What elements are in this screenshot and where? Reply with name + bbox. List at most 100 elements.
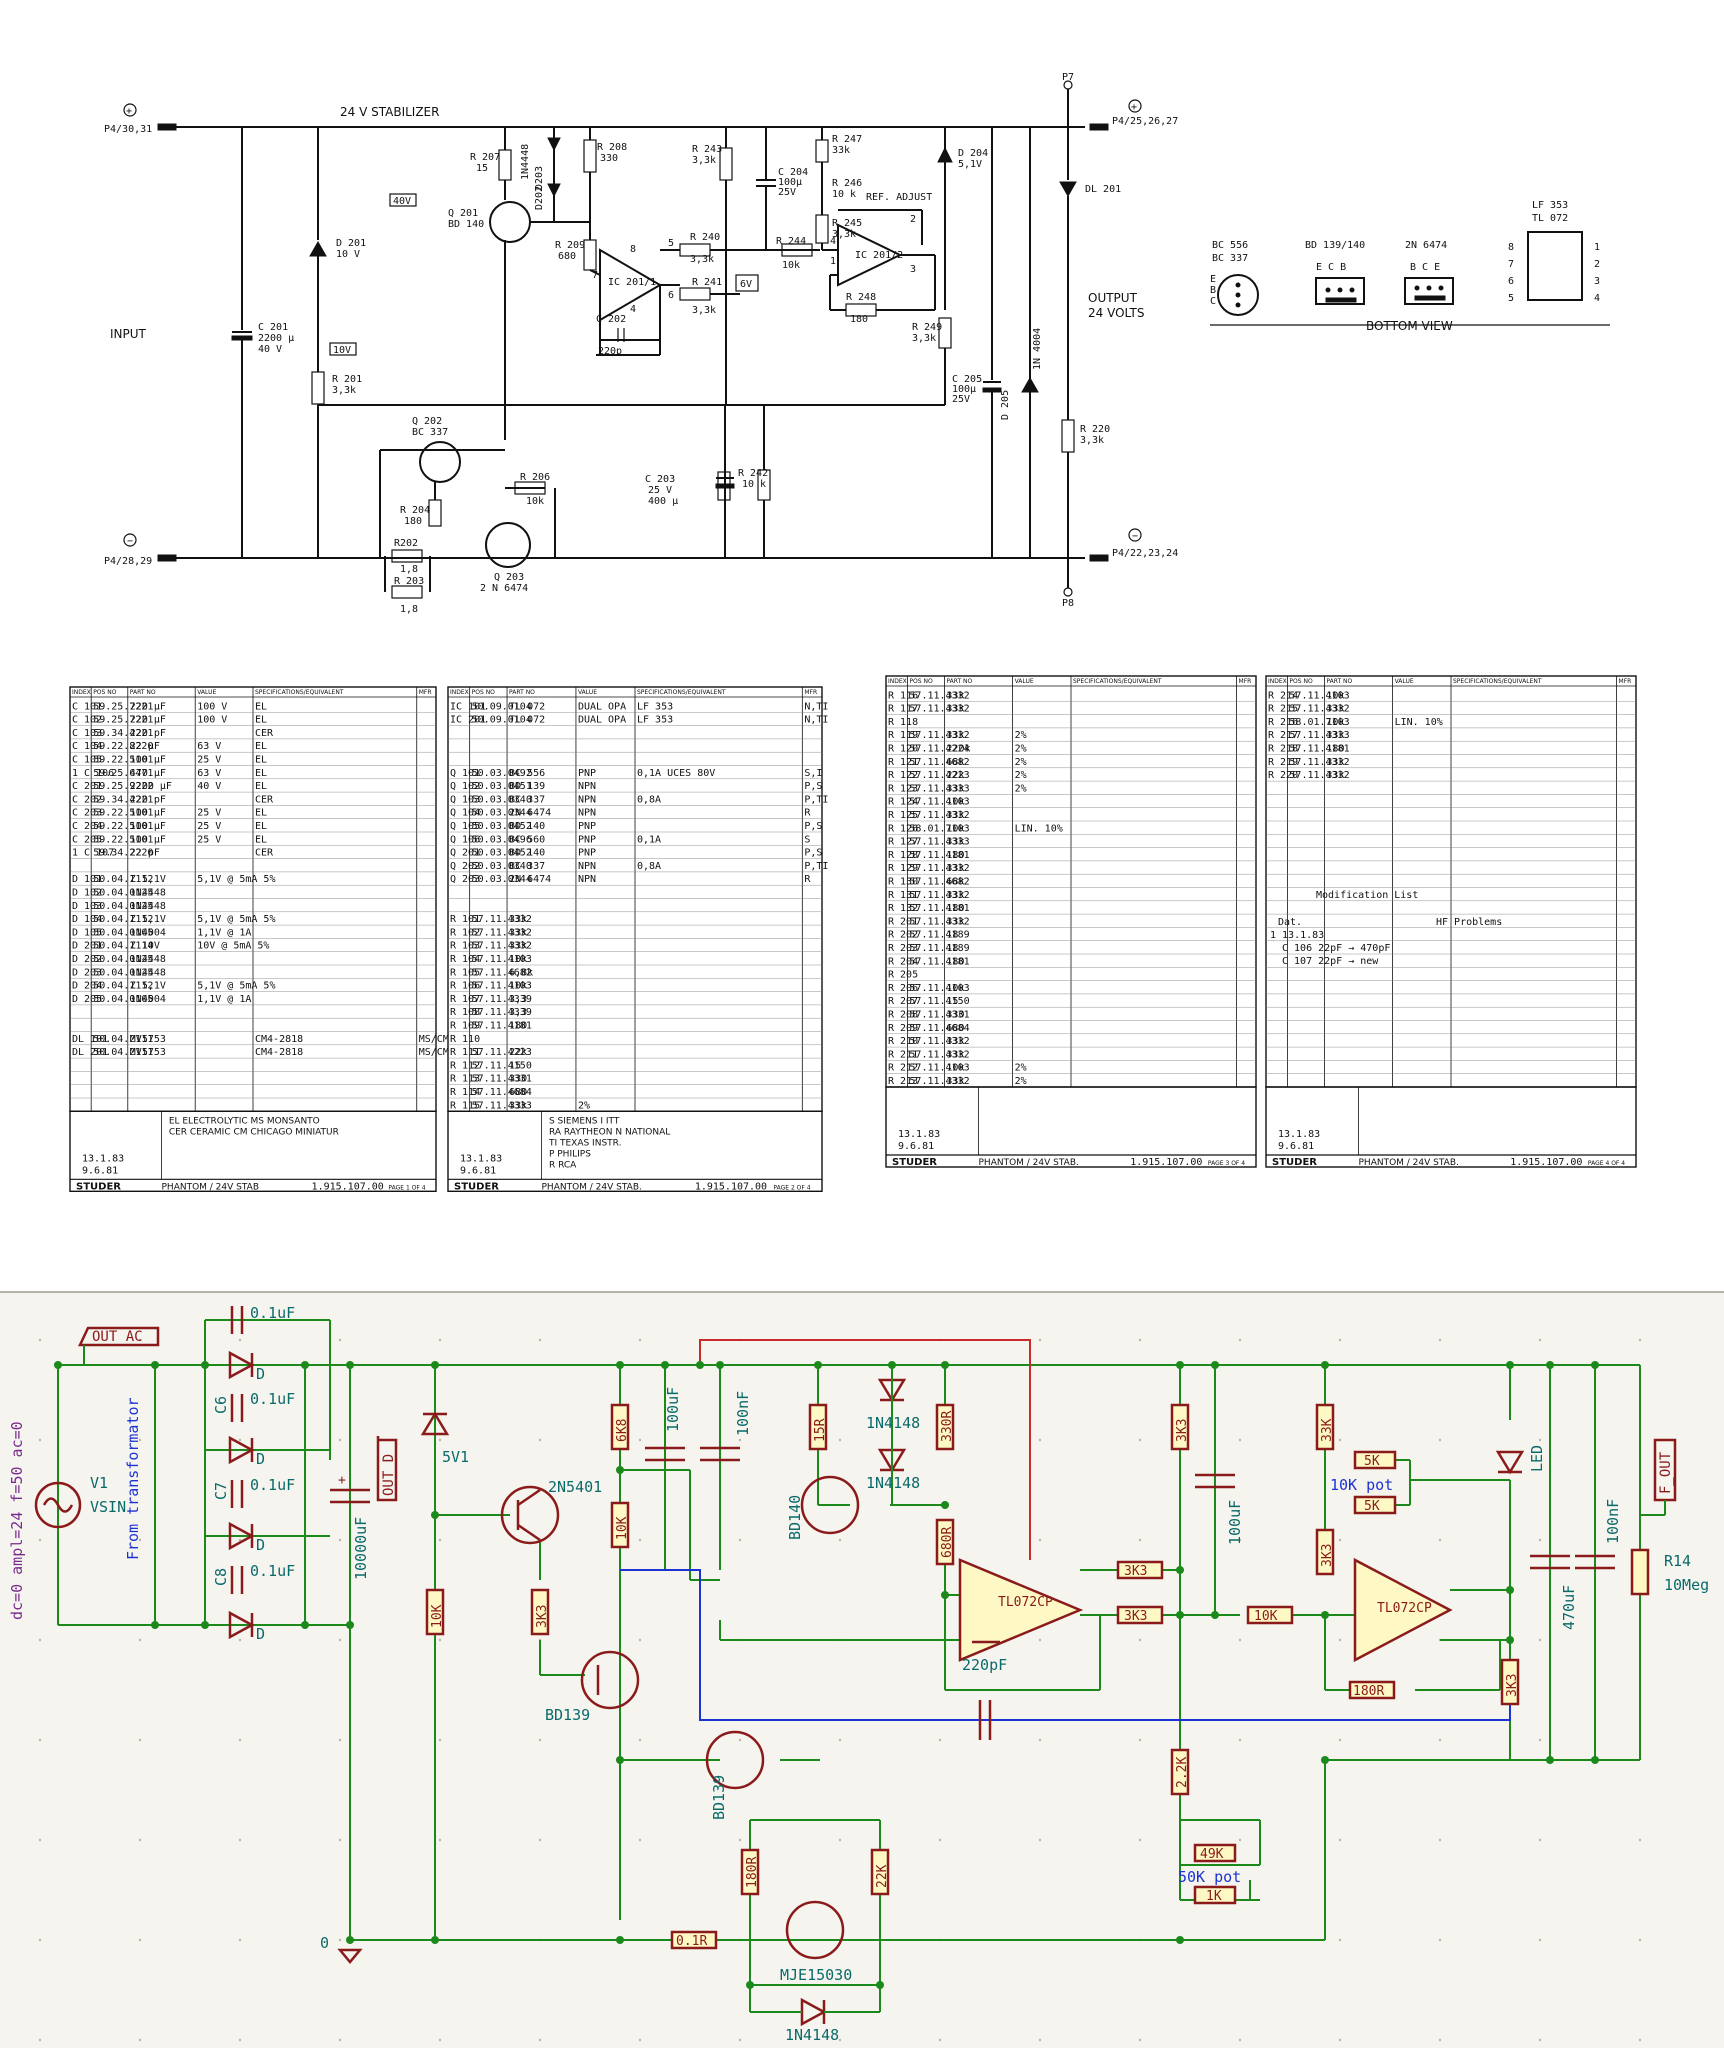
table-cell: 57.11.4332 bbox=[472, 927, 532, 938]
table-cell: C 102 bbox=[72, 715, 102, 726]
table-cell: 33k bbox=[946, 916, 964, 927]
table-cell: 57.11.4332 bbox=[909, 704, 969, 715]
pin-label: 5 bbox=[668, 238, 674, 249]
table-cell: 50.03.0340 bbox=[472, 861, 532, 872]
resistor-r204 bbox=[428, 499, 442, 527]
label-c8v: 0.1uF bbox=[250, 1562, 295, 1580]
table-header: SPECIFICATIONS/EQUIVALENT bbox=[1453, 678, 1542, 685]
table-cell: 15 bbox=[509, 1060, 521, 1071]
junction-dot bbox=[661, 1361, 669, 1369]
table-cell: 50.04.1112 bbox=[93, 981, 153, 992]
table-cell: 57.11.4682 bbox=[472, 967, 532, 978]
pinout-bd: BD 139/140 bbox=[1305, 240, 1365, 251]
table-cell: CM4-2818 bbox=[255, 1034, 303, 1045]
table-cell: R 107 bbox=[450, 994, 480, 1005]
table-cell: D 201 bbox=[72, 941, 102, 952]
table-cell: R 132 bbox=[888, 903, 918, 914]
table-cell: 33k bbox=[509, 914, 527, 925]
table-cell: 330 bbox=[946, 1010, 964, 1021]
table-cell: 5,1V @ 5mA 5% bbox=[197, 981, 275, 992]
table-cell: 59.22.5101 bbox=[93, 808, 153, 819]
label-180r-b: 180R bbox=[745, 1857, 760, 1888]
table-cell: 57.11.4332 bbox=[909, 890, 969, 901]
label-bd139-b: BD139 bbox=[710, 1775, 728, 1820]
table-cell: 0,8A bbox=[637, 861, 661, 872]
table-cell: BC 556 bbox=[509, 768, 545, 779]
label-c1: 0.1uF bbox=[250, 1304, 295, 1322]
in-plus-terminal bbox=[157, 123, 177, 131]
table-cell: 57.11.4224 bbox=[909, 744, 969, 755]
table-cell: BC 560 bbox=[509, 834, 545, 845]
table-cell: 5,1V @ 5mA 5% bbox=[197, 914, 275, 925]
label-out-d: OUT_D bbox=[381, 1454, 397, 1496]
label-bd139-a: BD139 bbox=[545, 1706, 590, 1724]
table-cell: R 123 bbox=[888, 783, 918, 794]
table-cell: 3,3 bbox=[509, 994, 527, 1005]
table-cell: IC 201 bbox=[450, 715, 486, 726]
table-header: VALUE bbox=[1015, 678, 1034, 685]
brand-logo: STUDER bbox=[454, 1181, 499, 1192]
table-cell: 25 V bbox=[197, 834, 221, 845]
pinout-2n6474-pins: B C E bbox=[1410, 262, 1440, 273]
resistor-180r-b bbox=[740, 1848, 760, 1896]
table-cell: 57.11.4332 bbox=[472, 941, 532, 952]
page-number: PAGE 3 OF 4 bbox=[1208, 1160, 1245, 1167]
table-cell: PNP bbox=[578, 848, 596, 859]
table-cell: PNP bbox=[578, 821, 596, 832]
table-cell: EL bbox=[255, 755, 267, 766]
table-cell: 470 µF bbox=[130, 768, 166, 779]
table-cell: 2% bbox=[1015, 757, 1027, 768]
table-cell: 57.11.4103 bbox=[909, 797, 969, 808]
junction-dot bbox=[301, 1621, 309, 1629]
table-cell: 57.11.4150 bbox=[472, 1060, 532, 1071]
conn-out-plus: P4/25,26,27 bbox=[1112, 116, 1178, 127]
table-cell: D 202 bbox=[72, 954, 102, 965]
table-cell: 220 pF bbox=[130, 794, 166, 805]
conn-in-minus: P4/28,29 bbox=[104, 556, 152, 567]
table-cell: 59.25.7221 bbox=[93, 715, 153, 726]
table-cell: C 205 bbox=[72, 834, 102, 845]
table-cell: 57.11.4181 bbox=[909, 903, 969, 914]
table-cell: 2% bbox=[1015, 1076, 1027, 1087]
label-mje15030: MJE15030 bbox=[780, 1966, 852, 1984]
table-cell: 63 V bbox=[197, 768, 221, 779]
table-cell: 57.11.4181 bbox=[909, 850, 969, 861]
table-cell: 50.04.1112 bbox=[93, 874, 153, 885]
table-cell: D 103 bbox=[72, 901, 102, 912]
table-cell: R 205 bbox=[888, 970, 918, 981]
footer-legend: TI TEXAS INSTR. bbox=[548, 1138, 621, 1148]
table-cell: R 130 bbox=[888, 877, 918, 888]
label-50k-pot: 50K pot bbox=[1178, 1868, 1241, 1886]
resistor-680r bbox=[935, 1518, 955, 1566]
table-cell: 59.34.4221 bbox=[93, 728, 153, 739]
table-cell: 33k bbox=[946, 890, 964, 901]
label-d: D bbox=[256, 1450, 265, 1468]
label-100nf-b: 100nF bbox=[1604, 1499, 1622, 1544]
table-cell: R 108 bbox=[450, 1007, 480, 1018]
label-d: D bbox=[256, 1365, 265, 1383]
junction-dot bbox=[1176, 1361, 1184, 1369]
table-cell: R 204 bbox=[888, 956, 918, 967]
junction-dot bbox=[941, 1361, 949, 1369]
